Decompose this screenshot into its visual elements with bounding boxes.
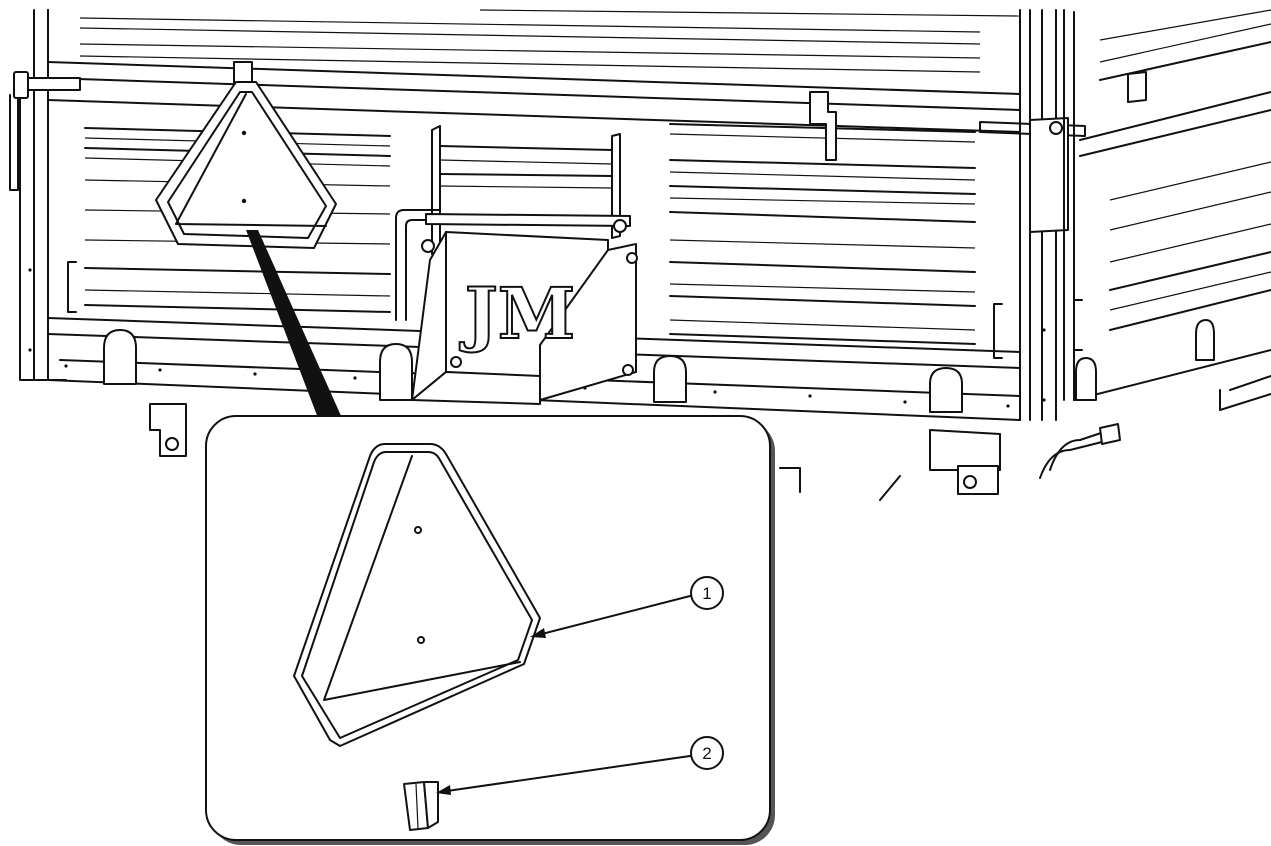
reflector-detail — [293, 443, 541, 747]
callout-1: 1 — [530, 576, 724, 638]
callout-2: 2 — [436, 736, 724, 795]
chassis — [149, 375, 1271, 501]
callout-1-number: 1 — [702, 584, 711, 603]
detail-inset: 1 2 — [205, 415, 775, 845]
tailgate-hooks — [103, 319, 1215, 413]
clip-detail — [403, 781, 439, 831]
side-wall — [1063, 9, 1271, 401]
callout-2-number: 2 — [702, 744, 711, 763]
upper-panel — [47, 9, 1021, 111]
detail-leader — [246, 230, 342, 418]
trailer-body: JM — [9, 9, 1271, 501]
hitch-bracket: JM — [395, 125, 638, 405]
mounted-reflector — [155, 81, 337, 249]
brand-logo: JM — [459, 272, 576, 355]
